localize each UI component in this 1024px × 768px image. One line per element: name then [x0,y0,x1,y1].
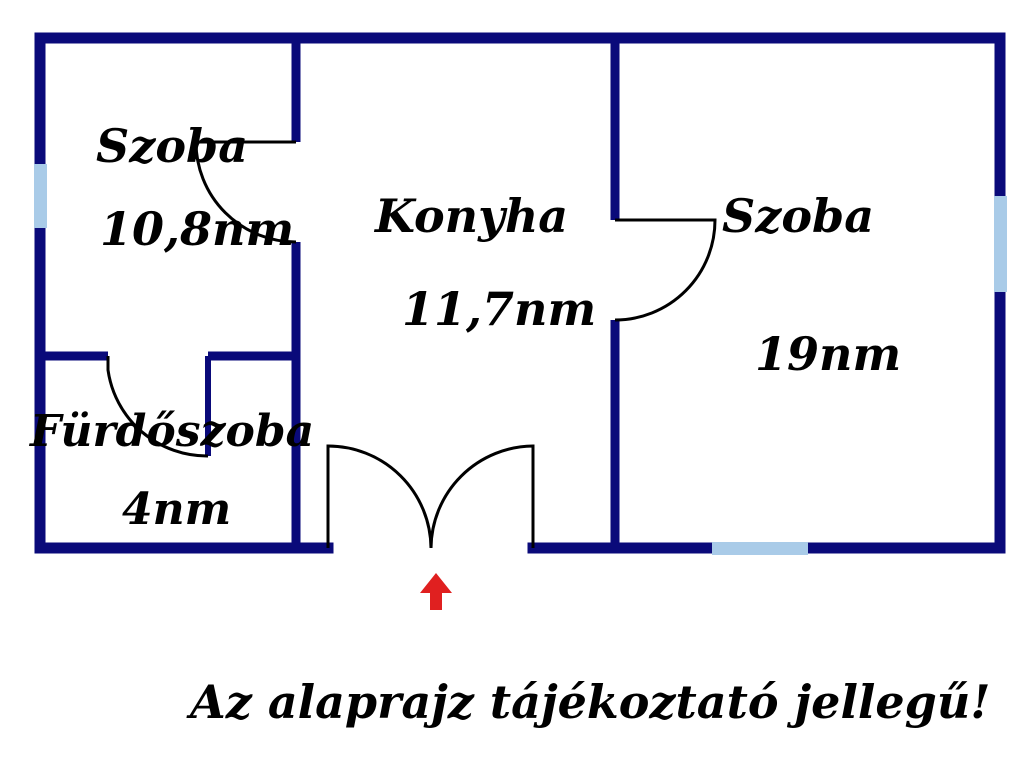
door-entrance-right [429,444,535,549]
door-right-room [614,218,717,322]
door-bathroom [106,356,209,458]
room-right-area: 19nm [755,327,901,381]
interior-walls [40,38,620,548]
kitchen-area: 11,7nm [402,282,596,336]
door-left-room [194,140,297,244]
up-arrow-icon [420,573,452,610]
window-right [994,196,1007,292]
door-entrance-left [326,444,433,549]
window-bottom [712,542,808,555]
doors [106,140,717,549]
bathroom-area: 4nm [122,484,231,535]
room-right-name: Szoba [722,189,874,243]
room-left-name: Szoba [96,119,248,173]
room-left-area: 10,8nm [100,202,294,256]
bathroom-name: Fürdőszoba [28,406,314,457]
disclaimer-note: Az alaprajz tájékoztató jellegű! [186,675,990,729]
windows [34,164,1007,555]
window-left [34,164,47,228]
kitchen-name: Konyha [373,189,568,243]
